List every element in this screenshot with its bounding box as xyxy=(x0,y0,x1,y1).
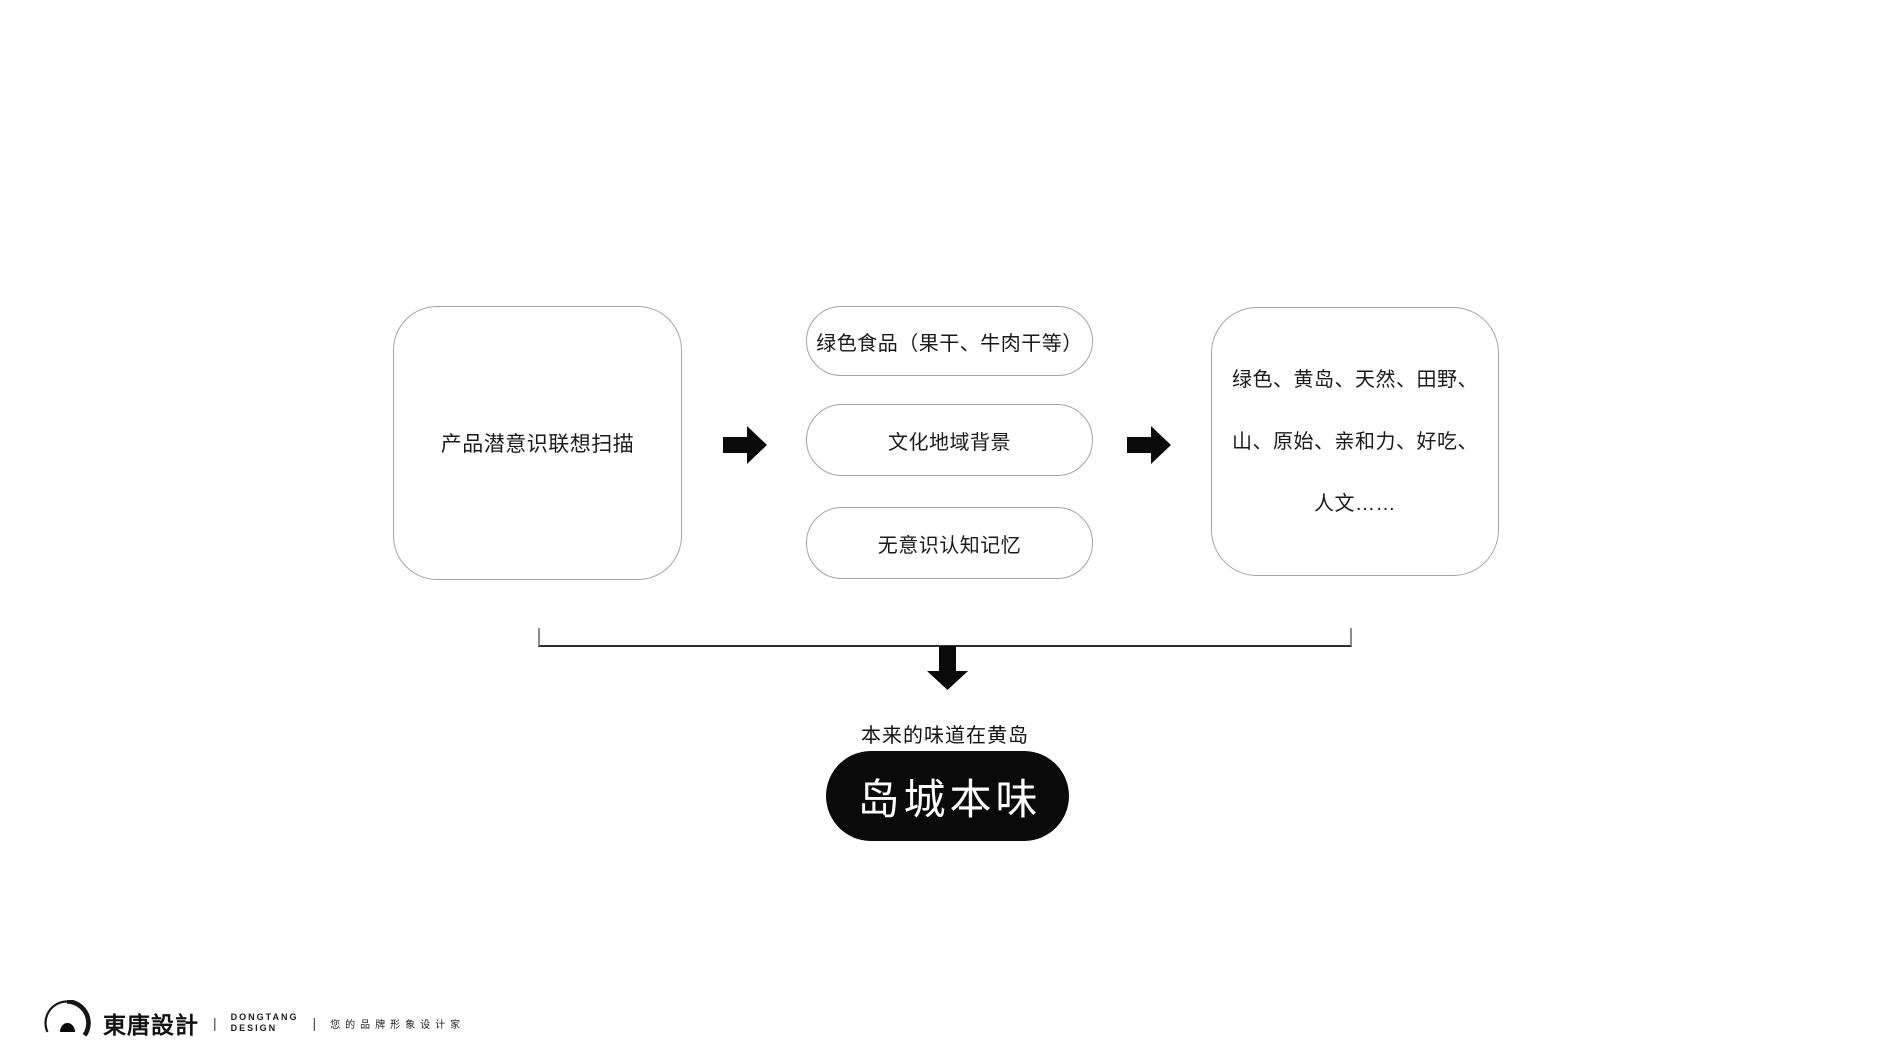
association-box-green-food: 绿色食品（果干、牛肉干等） xyxy=(806,306,1093,376)
association-box-culture: 文化地域背景 xyxy=(806,404,1093,476)
brand-divider: | xyxy=(213,1015,217,1031)
keywords-box: 绿色、黄岛、天然、田野、 山、原始、亲和力、好吃、 人文…… xyxy=(1211,307,1499,576)
footer-brand: 東唐設計 | DONGTANG DESIGN | 您的品牌形象设计家 xyxy=(43,1000,465,1046)
dongtang-logo-icon xyxy=(44,1000,91,1037)
brand-concept-label: 岛城本味 xyxy=(857,775,1042,823)
source-box: 产品潜意识联想扫描 xyxy=(393,306,682,580)
association-label: 文化地域背景 xyxy=(888,431,1011,454)
association-label: 无意识认知记忆 xyxy=(877,534,1022,557)
keywords-line: 绿色、黄岛、天然、田野、 xyxy=(1232,368,1478,391)
brand-name-en: DONGTANG DESIGN xyxy=(231,1012,299,1034)
association-box-memory: 无意识认知记忆 xyxy=(806,507,1093,579)
keywords-line: 人文…… xyxy=(1314,492,1396,515)
association-label: 绿色食品（果干、牛肉干等） xyxy=(816,332,1083,355)
arrow-right-icon xyxy=(1127,426,1171,464)
brand-divider: | xyxy=(312,1015,317,1031)
arrow-down-icon xyxy=(927,646,968,690)
brand-concept-pill: 岛城本味 xyxy=(826,751,1069,841)
gather-bracket xyxy=(538,628,1352,647)
keywords-line: 山、原始、亲和力、好吃、 xyxy=(1232,430,1478,453)
brand-tagline: 您的品牌形象设计家 xyxy=(330,1019,466,1031)
arrow-right-icon xyxy=(723,426,767,464)
brand-logotype: 東唐設計 xyxy=(103,1012,199,1038)
brand-name-en-line1: DONGTANG xyxy=(230,1012,299,1022)
brand-name-en-line2: DESIGN xyxy=(230,1023,278,1033)
conclusion-caption: 本来的味道在黄岛 xyxy=(861,725,1029,747)
source-box-label: 产品潜意识联想扫描 xyxy=(440,433,635,456)
